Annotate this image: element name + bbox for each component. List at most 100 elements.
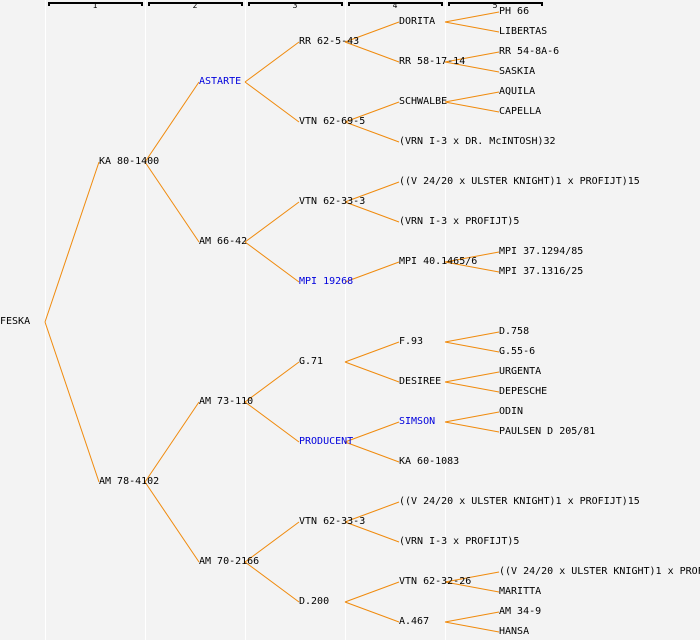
ancestor-node[interactable]: PH 66 (499, 6, 530, 17)
ancestor-node[interactable]: G.55-6 (499, 346, 536, 357)
pedigree-link-line (344, 341, 400, 363)
pedigree-link-line (244, 401, 300, 443)
pedigree-link-line (344, 121, 400, 143)
pedigree-link-line (344, 361, 400, 383)
ancestor-node[interactable]: VTN 62-32-26 (399, 576, 472, 587)
ancestor-node[interactable]: SIMSON (399, 416, 436, 427)
ancestor-node[interactable]: VTN 62-33-3 (299, 516, 366, 527)
pedigree-link-line (244, 561, 300, 603)
ancestor-node[interactable]: AM 70-2166 (199, 556, 260, 567)
pedigree-link-line (144, 161, 200, 243)
ancestor-node[interactable]: SASKIA (499, 66, 536, 77)
ancestor-node[interactable]: CAPELLA (499, 106, 542, 117)
ancestor-node[interactable]: VTN 62-69-5 (299, 116, 366, 127)
pedigree-link-line (44, 161, 100, 323)
pedigree-link-line (344, 501, 400, 523)
ancestor-node[interactable]: (VRN I-3 x PROFIJT)5 (399, 536, 520, 547)
ancestor-node[interactable]: (VRN I-3 x DR. McINTOSH)32 (399, 136, 556, 147)
pedigree-link-line (444, 581, 500, 593)
ancestor-node[interactable]: DEPESCHE (499, 386, 548, 397)
ancestor-node[interactable]: MPI 37.1294/85 (499, 246, 584, 257)
pedigree-link-line (244, 41, 300, 83)
pedigree-link-line (444, 621, 500, 633)
ancestor-node[interactable]: AM 34-9 (499, 606, 542, 617)
ancestor-node[interactable]: AM 66-42 (199, 236, 248, 247)
ancestor-node[interactable]: AM 78-4102 (99, 476, 160, 487)
ancestor-node[interactable]: MPI 19268 (299, 276, 354, 287)
pedigree-link-line (444, 51, 500, 63)
pedigree-link-line (344, 581, 400, 603)
pedigree-link-line (344, 261, 400, 283)
pedigree-link-line (44, 321, 100, 483)
ancestor-node[interactable]: DORITA (399, 16, 436, 27)
ancestor-node[interactable]: ODIN (499, 406, 524, 417)
pedigree-link-line (444, 421, 500, 433)
generation-number: 3 (292, 1, 298, 10)
generation-bracket (148, 2, 243, 6)
ancestor-node[interactable]: MPI 40.1465/6 (399, 256, 478, 267)
generation-bracket (248, 2, 343, 6)
ancestor-node[interactable]: G.71 (299, 356, 324, 367)
pedigree-link-line (444, 101, 500, 113)
ancestor-node[interactable]: MPI 37.1316/25 (499, 266, 584, 277)
ancestor-node[interactable]: SCHWALBE (399, 96, 448, 107)
generation-number: 4 (392, 1, 398, 10)
ancestor-node[interactable]: RR 58-17-14 (399, 56, 466, 67)
pedigree-link-line (444, 61, 500, 73)
ancestor-node[interactable]: LIBERTAS (499, 26, 548, 37)
ancestor-node[interactable]: (VRN I-3 x PROFIJT)5 (399, 216, 520, 227)
pedigree-link-line (244, 361, 300, 403)
ancestor-node[interactable]: ((V 24/20 x ULSTER KNIGHT)1 x PROFIJT)15 (399, 176, 640, 187)
pedigree-link-line (444, 611, 500, 623)
pedigree-link-line (344, 601, 400, 623)
column-divider (345, 0, 346, 640)
pedigree-link-line (344, 421, 400, 443)
ancestor-node[interactable]: HANSA (499, 626, 530, 637)
ancestor-node[interactable]: VTN 62-33-3 (299, 196, 366, 207)
pedigree-link-line (144, 401, 200, 483)
ancestor-node[interactable]: ((V 24/20 x ULSTER KNIGHT)1 x PROFIJT)15 (399, 496, 640, 507)
generation-bracket (48, 2, 143, 6)
pedigree-link-line (244, 201, 300, 243)
ancestor-node[interactable]: PAULSEN D 205/81 (499, 426, 596, 437)
pedigree-link-line (144, 81, 200, 163)
pedigree-link-line (444, 11, 500, 23)
ancestor-node[interactable]: AM 73-110 (199, 396, 254, 407)
ancestor-node[interactable]: A.467 (399, 616, 430, 627)
pedigree-link-line (444, 371, 500, 383)
pedigree-link-line (344, 41, 400, 63)
pedigree-link-line (444, 261, 500, 273)
pedigree-link-line (244, 81, 300, 123)
generation-number: 1 (92, 1, 98, 10)
ancestor-node[interactable]: RR 62-5-43 (299, 36, 360, 47)
root-cultivar[interactable]: FESKA (0, 316, 31, 327)
column-divider (445, 0, 446, 640)
ancestor-node[interactable]: URGENTA (499, 366, 542, 377)
ancestor-node[interactable]: PRODUCENT (299, 436, 354, 447)
pedigree-link-line (344, 521, 400, 543)
ancestor-node[interactable]: AQUILA (499, 86, 536, 97)
pedigree-link-line (444, 381, 500, 393)
ancestor-node[interactable]: KA 60-1083 (399, 456, 460, 467)
generation-number: 2 (192, 1, 198, 10)
ancestor-node[interactable]: D.200 (299, 596, 330, 607)
ancestor-node[interactable]: MARITTA (499, 586, 542, 597)
ancestor-node[interactable]: D.758 (499, 326, 530, 337)
generation-bracket (348, 2, 443, 6)
pedigree-link-line (344, 201, 400, 223)
ancestor-node[interactable]: RR 54-8A-6 (499, 46, 560, 57)
ancestor-node[interactable]: KA 80-1400 (99, 156, 160, 167)
pedigree-link-line (444, 571, 500, 583)
ancestor-node[interactable]: DESIREE (399, 376, 442, 387)
ancestor-node[interactable]: ASTARTE (199, 76, 242, 87)
pedigree-link-line (244, 521, 300, 563)
pedigree-link-line (444, 21, 500, 33)
pedigree-link-line (244, 241, 300, 283)
pedigree-link-line (444, 411, 500, 423)
pedigree-link-line (344, 181, 400, 203)
ancestor-node[interactable]: ((V 24/20 x ULSTER KNIGHT)1 x PROFIJT)15 (499, 566, 700, 577)
pedigree-link-line (344, 21, 400, 43)
ancestor-node[interactable]: F.93 (399, 336, 424, 347)
